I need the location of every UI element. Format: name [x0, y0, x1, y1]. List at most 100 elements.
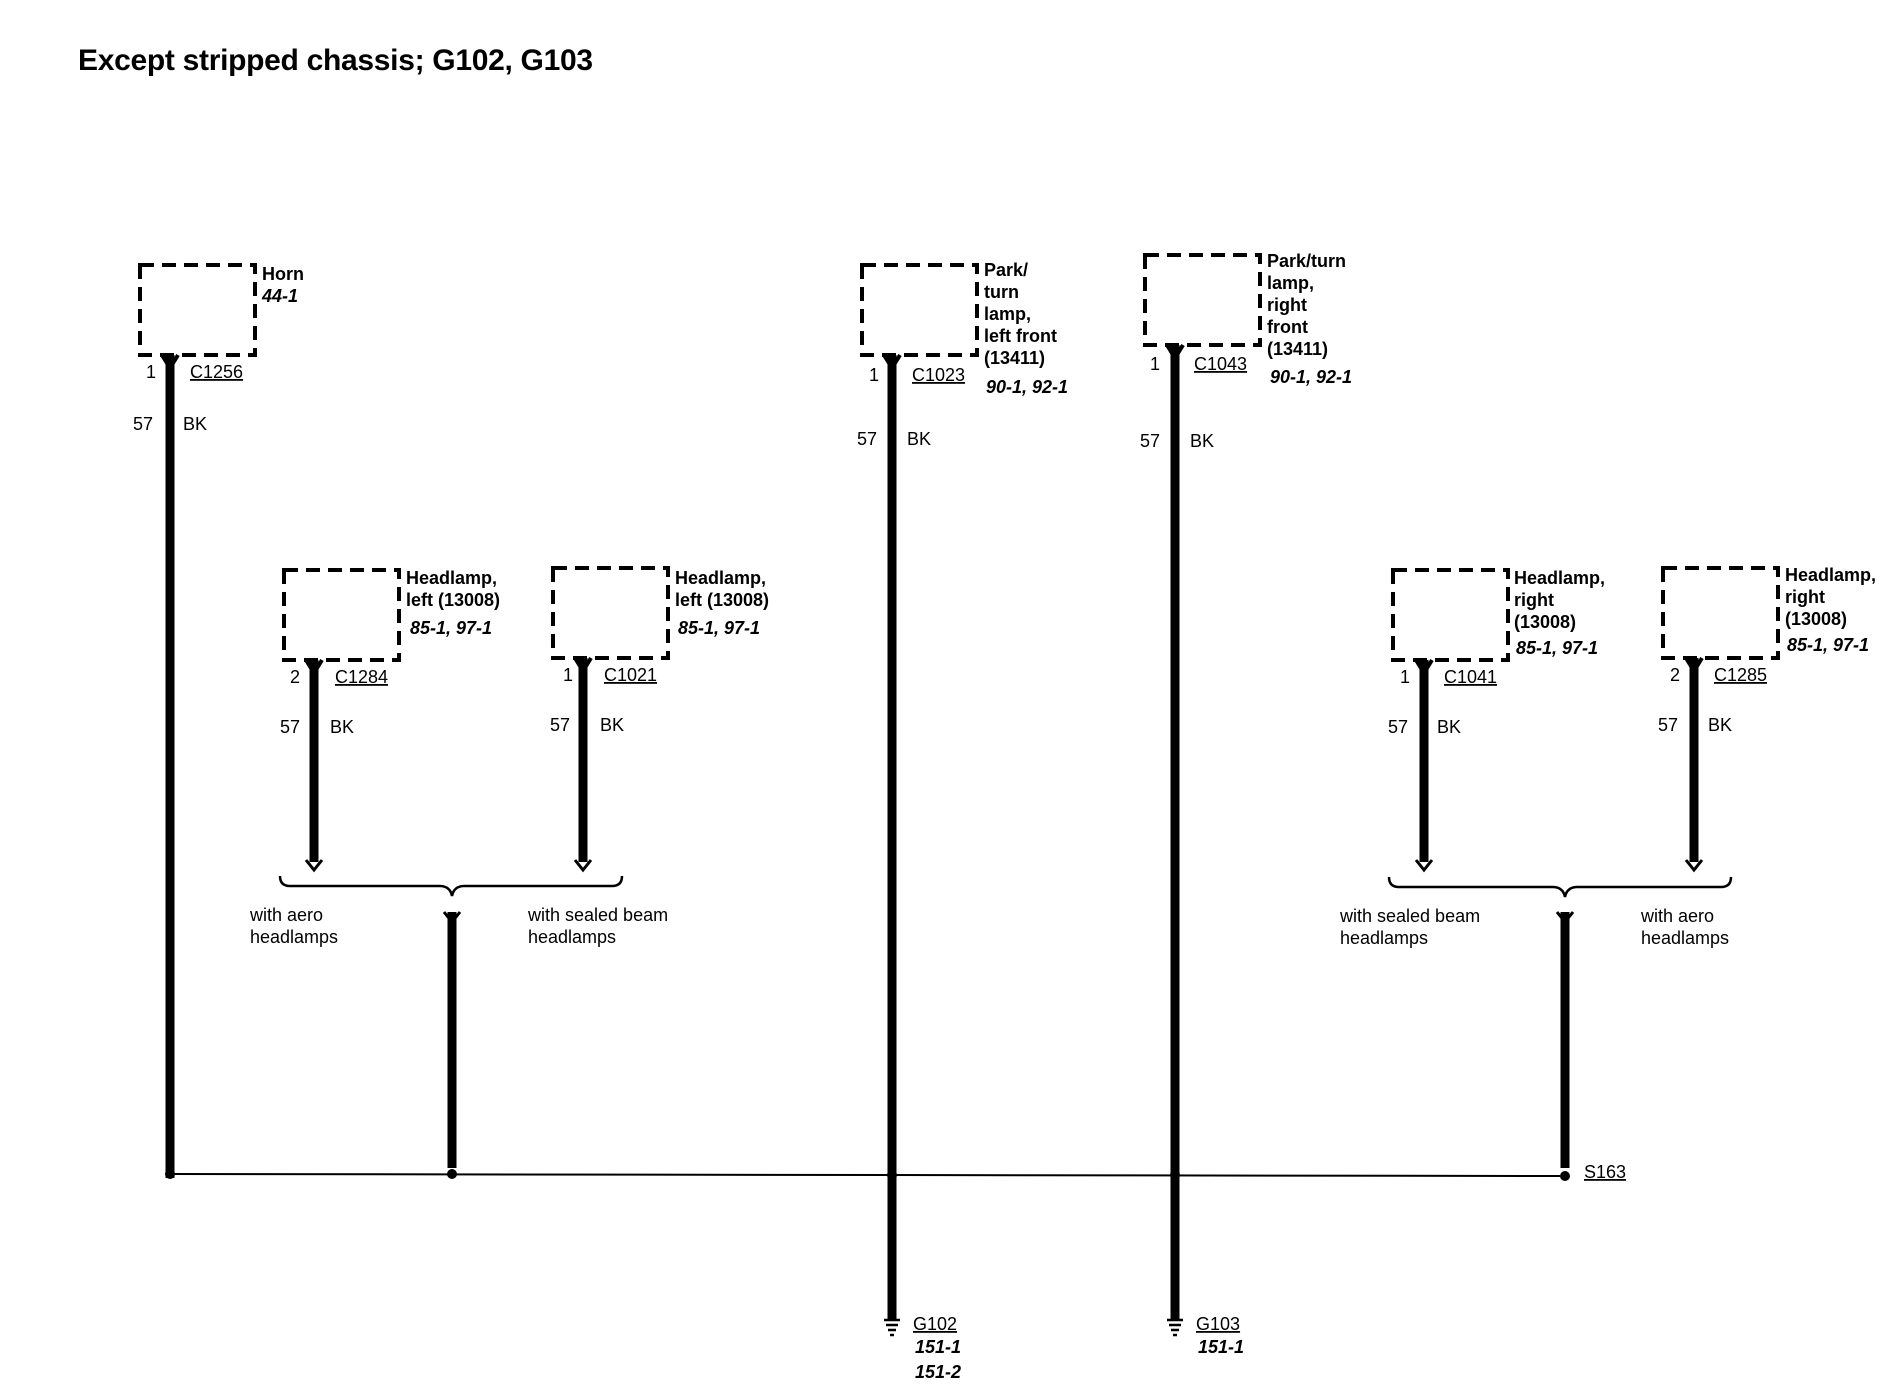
- headlamp-right-sealed-wire-color: BK: [1437, 717, 1461, 737]
- right-option-brace: with sealed beam headlamps with aero hea…: [1339, 876, 1733, 1168]
- headlamp-left-sealed-ref: 85-1, 97-1: [678, 618, 760, 638]
- headlamp-left-circuit: 57: [280, 717, 300, 737]
- park-left-wire-color: BK: [907, 429, 931, 449]
- wire-end-arrow-icon: [573, 859, 593, 873]
- g103-ref-1: 151-1: [1198, 1337, 1244, 1357]
- headlamp-left-ref: 85-1, 97-1: [410, 618, 492, 638]
- park-right-label-5: (13411): [1267, 339, 1328, 359]
- ground-symbol-icon: [1167, 1318, 1183, 1337]
- park-left-label-4: left front: [984, 326, 1057, 346]
- park-turn-right-front: Park/turn lamp, right front (13411) 90-1…: [1140, 251, 1352, 1320]
- splice-dot-icon: [447, 1169, 457, 1179]
- headlamp-right-aero-label-2: right: [1785, 587, 1825, 607]
- right-aero-option-1: with aero: [1640, 906, 1714, 926]
- park-left-circuit: 57: [857, 429, 877, 449]
- park-left-connector: C1023: [912, 365, 965, 385]
- headlamp-right-aero-label-3: (13008): [1785, 609, 1847, 629]
- headlamp-right-aero-pin: 2: [1670, 665, 1680, 685]
- headlamp-left-sealed-connector: C1021: [604, 665, 657, 685]
- headlamp-right-sealed-ref: 85-1, 97-1: [1516, 638, 1598, 658]
- left-sealed-option-2: headlamps: [528, 927, 616, 947]
- park-left-label-5: (13411): [984, 348, 1045, 368]
- headlamp-right-aero-connector: C1285: [1714, 665, 1767, 685]
- left-aero-option-1: with aero: [249, 905, 323, 925]
- left-option-brace: with aero headlamps with sealed beam hea…: [249, 875, 668, 1168]
- splice-label: S163: [1584, 1162, 1626, 1182]
- headlamp-right-sealed-circuit: 57: [1388, 717, 1408, 737]
- park-turn-left-front: Park/ turn lamp, left front (13411) 90-1…: [857, 260, 1068, 1320]
- headlamp-right-sealed-label-1: Headlamp,: [1514, 568, 1605, 588]
- headlamp-left-wire-color: BK: [330, 717, 354, 737]
- headlamp-right-aero-ref: 85-1, 97-1: [1787, 635, 1869, 655]
- left-aero-option-2: headlamps: [250, 927, 338, 947]
- splice-dot-icon: [165, 1169, 175, 1179]
- headlamp-right-sealed: Headlamp, right (13008) 85-1, 97-1 1 C10…: [1388, 568, 1605, 873]
- headlamp-left-sealed-wire-color: BK: [600, 715, 624, 735]
- brace-icon: [1387, 876, 1733, 898]
- headlamp-left-label-2: left (13008): [406, 590, 500, 610]
- headlamp-right-sealed-dashed-box: [1391, 568, 1510, 662]
- left-sealed-option-1: with sealed beam: [527, 905, 668, 925]
- park-right-label-4: front: [1267, 317, 1308, 337]
- headlamp-left-connector: C1284: [335, 667, 388, 687]
- park-right-connector: C1043: [1194, 354, 1247, 374]
- headlamp-left-sealed-pin: 1: [563, 665, 573, 685]
- splice-dot-icon: [1170, 1170, 1180, 1180]
- splice-dot-icon: [887, 1170, 897, 1180]
- horn-ref: 44-1: [261, 286, 298, 306]
- ground-g102: G102 151-1 151-2: [884, 1314, 961, 1382]
- brace-icon: [278, 875, 624, 897]
- park-left-label-3: lamp,: [984, 304, 1031, 324]
- wire-end-arrow-icon: [1414, 859, 1434, 873]
- headlamp-left-sealed-label-2: left (13008): [675, 590, 769, 610]
- park-right-wire-color: BK: [1190, 431, 1214, 451]
- horn-connector: C1256: [190, 362, 243, 382]
- right-aero-option-2: headlamps: [1641, 928, 1729, 948]
- headlamp-left-sealed-dashed-box: [551, 566, 670, 660]
- park-left-pin: 1: [869, 365, 879, 385]
- headlamp-left-aero: Headlamp, left (13008) 85-1, 97-1 2 C128…: [280, 568, 500, 873]
- horn-label: Horn: [262, 264, 304, 284]
- headlamp-right-aero-label-1: Headlamp,: [1785, 565, 1876, 585]
- headlamp-left-sealed-label-1: Headlamp,: [675, 568, 766, 588]
- headlamp-right-aero-dashed-box: [1661, 566, 1780, 660]
- g102-label: G102: [913, 1314, 957, 1334]
- park-right-label-3: right: [1267, 295, 1307, 315]
- park-left-dashed-box: [860, 263, 979, 357]
- headlamp-right-aero-wire-color: BK: [1708, 715, 1732, 735]
- horn-pin: 1: [146, 362, 156, 382]
- headlamp-left-pin: 2: [290, 667, 300, 687]
- wire-end-arrow-icon: [304, 859, 324, 873]
- park-left-ref: 90-1, 92-1: [986, 377, 1068, 397]
- right-sealed-option-2: headlamps: [1340, 928, 1428, 948]
- horn-wire-color: BK: [183, 414, 207, 434]
- g102-ref-1: 151-1: [915, 1337, 961, 1357]
- horn-circuit: 57: [133, 414, 153, 434]
- headlamp-left-sealed-circuit: 57: [550, 715, 570, 735]
- headlamp-right-sealed-label-3: (13008): [1514, 612, 1576, 632]
- horn-dashed-box: [138, 263, 257, 357]
- park-right-label-1: Park/turn: [1267, 251, 1346, 271]
- headlamp-right-sealed-pin: 1: [1400, 667, 1410, 687]
- park-right-ref: 90-1, 92-1: [1270, 367, 1352, 387]
- headlamp-right-aero: Headlamp, right (13008) 85-1, 97-1 2 C12…: [1658, 565, 1876, 873]
- ground-symbol-icon: [884, 1318, 900, 1337]
- park-left-label-2: turn: [984, 282, 1019, 302]
- ground-bus: S163: [165, 1162, 1626, 1182]
- park-right-pin: 1: [1150, 354, 1160, 374]
- headlamp-right-aero-circuit: 57: [1658, 715, 1678, 735]
- headlamp-left-dashed-box: [282, 568, 401, 662]
- park-right-label-2: lamp,: [1267, 273, 1314, 293]
- bus-line: [169, 1173, 1561, 1177]
- headlamp-right-sealed-connector: C1041: [1444, 667, 1497, 687]
- g103-label: G103: [1196, 1314, 1240, 1334]
- headlamp-left-sealed: Headlamp, left (13008) 85-1, 97-1 1 C102…: [550, 566, 769, 873]
- ground-g103: G103 151-1: [1167, 1314, 1244, 1357]
- park-right-circuit: 57: [1140, 431, 1160, 451]
- page-title: Except stripped chassis; G102, G103: [78, 44, 593, 77]
- right-sealed-option-1: with sealed beam: [1339, 906, 1480, 926]
- park-right-dashed-box: [1143, 253, 1262, 347]
- splice-dot-icon: [1560, 1171, 1570, 1181]
- headlamp-left-label-1: Headlamp,: [406, 568, 497, 588]
